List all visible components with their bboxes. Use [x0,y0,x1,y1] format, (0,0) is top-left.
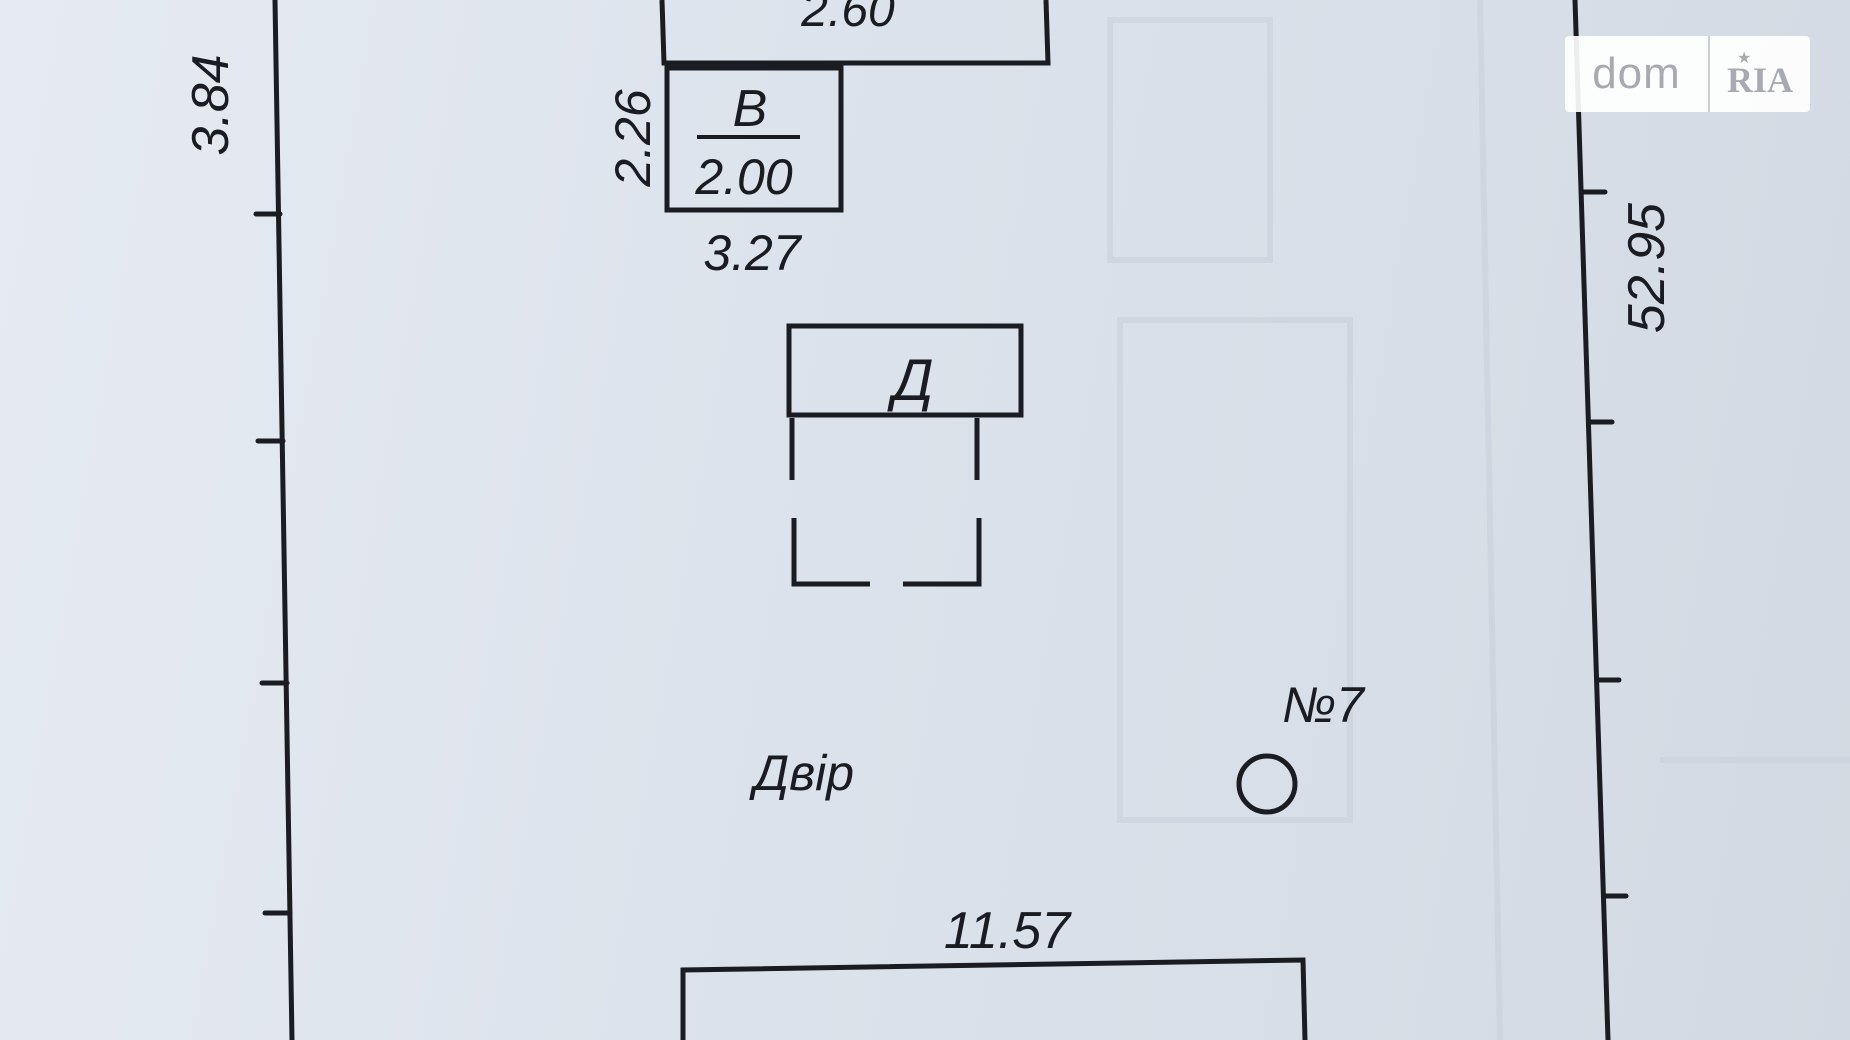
left-edge-dimension: 3.84 [182,54,240,155]
building-v-outline [664,65,844,213]
building-v-letter: В [733,80,768,138]
watermark-ria-text: RIA [1726,60,1793,100]
top-building-outline [659,0,1051,66]
right-lot-boundary [1572,0,1629,1040]
building-d-letter: Д [887,348,934,413]
right-edge-dimension: 52.95 [1618,202,1676,333]
bottom-building-width: 11.57 [944,902,1072,960]
ghost-outlines [1107,0,1850,1040]
watermark-divider [1708,36,1710,112]
building-v-width: 3.27 [703,225,803,281]
left-lot-boundary [253,0,295,1040]
well-icon [1236,753,1298,815]
building-d-outline [786,323,1024,418]
star-icon: ★ [1737,48,1752,67]
building-v-height: 2.26 [605,89,661,188]
planned-extension-outline [789,418,982,587]
watermark-dom-text: dom [1592,49,1681,98]
top-building-width: 2.60 [800,0,895,37]
well-label: №7 [1282,677,1366,733]
building-v-area: 2.00 [694,149,793,205]
bottom-building-outline [680,957,1308,1040]
yard-label: Двір [749,745,854,801]
domria-watermark: dom RIA [1565,36,1810,112]
